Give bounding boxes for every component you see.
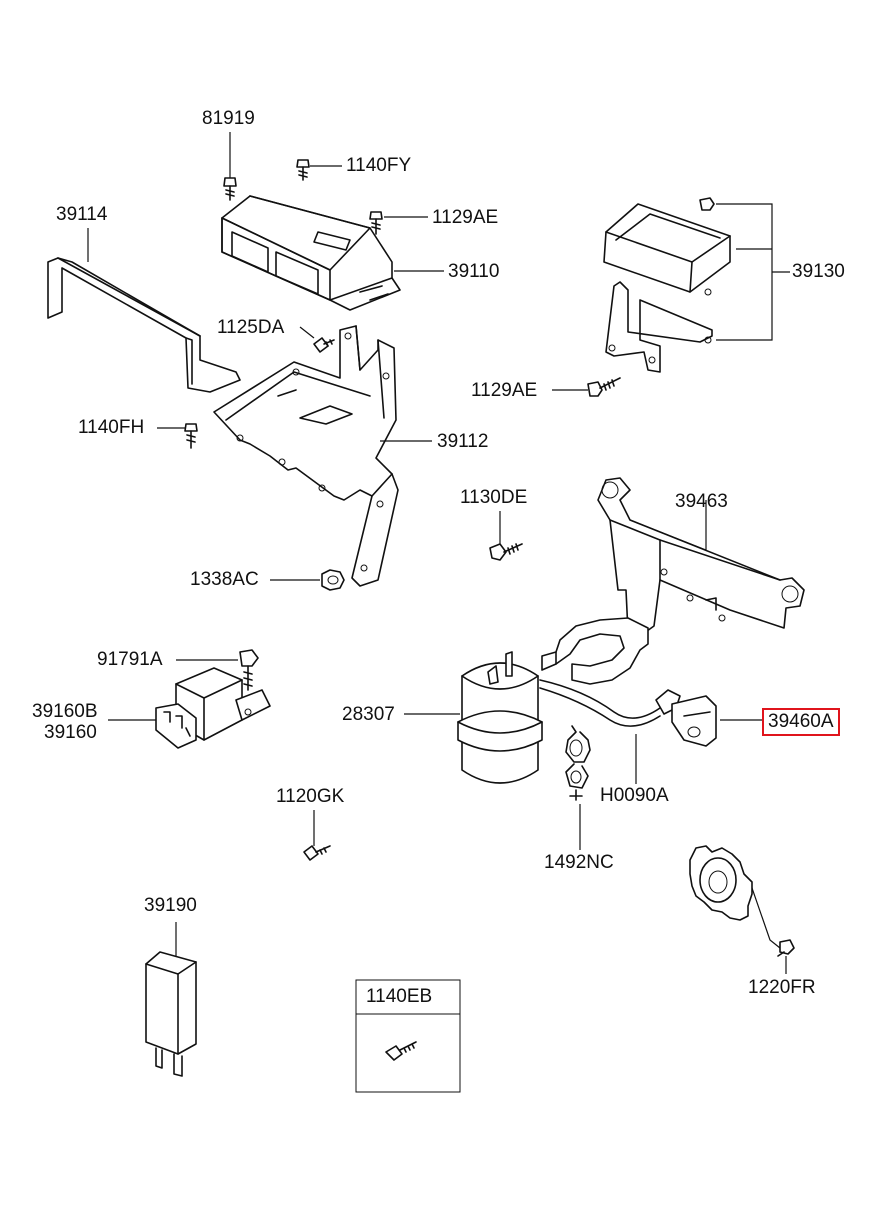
- label-39110: 39110: [448, 261, 500, 282]
- bracket-39114: [47, 228, 241, 393]
- bolt-91791A: [176, 649, 259, 691]
- label-39460A-highlighted[interactable]: 39460A: [762, 708, 840, 736]
- label-39130: 39130: [792, 261, 845, 282]
- label-39112: 39112: [437, 431, 489, 452]
- label-39114: 39114: [56, 204, 108, 225]
- bracket-39463: [597, 477, 805, 637]
- label-1130DE: 1130DE: [460, 487, 528, 508]
- clamp: [541, 617, 649, 685]
- label-91791A: 91791A: [97, 649, 163, 670]
- label-1140FY: 1140FY: [346, 155, 412, 176]
- label-1140EB: 1140EB: [366, 986, 433, 1007]
- screw-1140FY: [296, 159, 342, 181]
- canister-28307: [457, 651, 543, 784]
- label-1125DA: 1125DA: [217, 317, 285, 338]
- label-H0090A: H0090A: [600, 785, 669, 806]
- sensor-39460A: [655, 689, 717, 747]
- label-1120GK: 1120GK: [276, 786, 345, 807]
- label-39160: 39160: [44, 722, 97, 743]
- label-1140FH: 1140FH: [78, 417, 145, 438]
- label-1338AC: 1338AC: [190, 569, 259, 590]
- screw-81919: [223, 132, 237, 201]
- screw-1140FH: [157, 423, 198, 449]
- hose-H0090A: [539, 679, 661, 784]
- screw-1120GK: [303, 810, 331, 861]
- label-1492NC: 1492NC: [544, 852, 614, 873]
- gear: [689, 845, 753, 921]
- label-28307: 28307: [342, 704, 395, 725]
- label-39463: 39463: [675, 491, 728, 512]
- screw-1129AE-lower: [552, 377, 621, 397]
- screw-1125DA: [299, 326, 335, 353]
- relay-39160: [155, 667, 271, 749]
- clip-1492NC: [565, 725, 591, 850]
- label-1220FR: 1220FR: [748, 977, 816, 998]
- label-39190: 39190: [144, 895, 197, 916]
- bracket-39112: [213, 325, 399, 587]
- module-39130: [603, 197, 731, 373]
- ecu-module: [221, 195, 401, 311]
- screw-1129AE-top: [369, 211, 428, 235]
- screw-1220FR: [777, 939, 795, 974]
- label-39160B: 39160B: [32, 701, 98, 722]
- boxed-part-1140EB: [355, 979, 461, 1093]
- nut-1338AC: [270, 569, 345, 591]
- screw-1130DE: [489, 511, 523, 561]
- label-81919: 81919: [202, 108, 255, 129]
- label-1129AE-lower: 1129AE: [471, 380, 538, 401]
- label-1129AE-top: 1129AE: [432, 207, 499, 228]
- relay-39190: [145, 922, 197, 1077]
